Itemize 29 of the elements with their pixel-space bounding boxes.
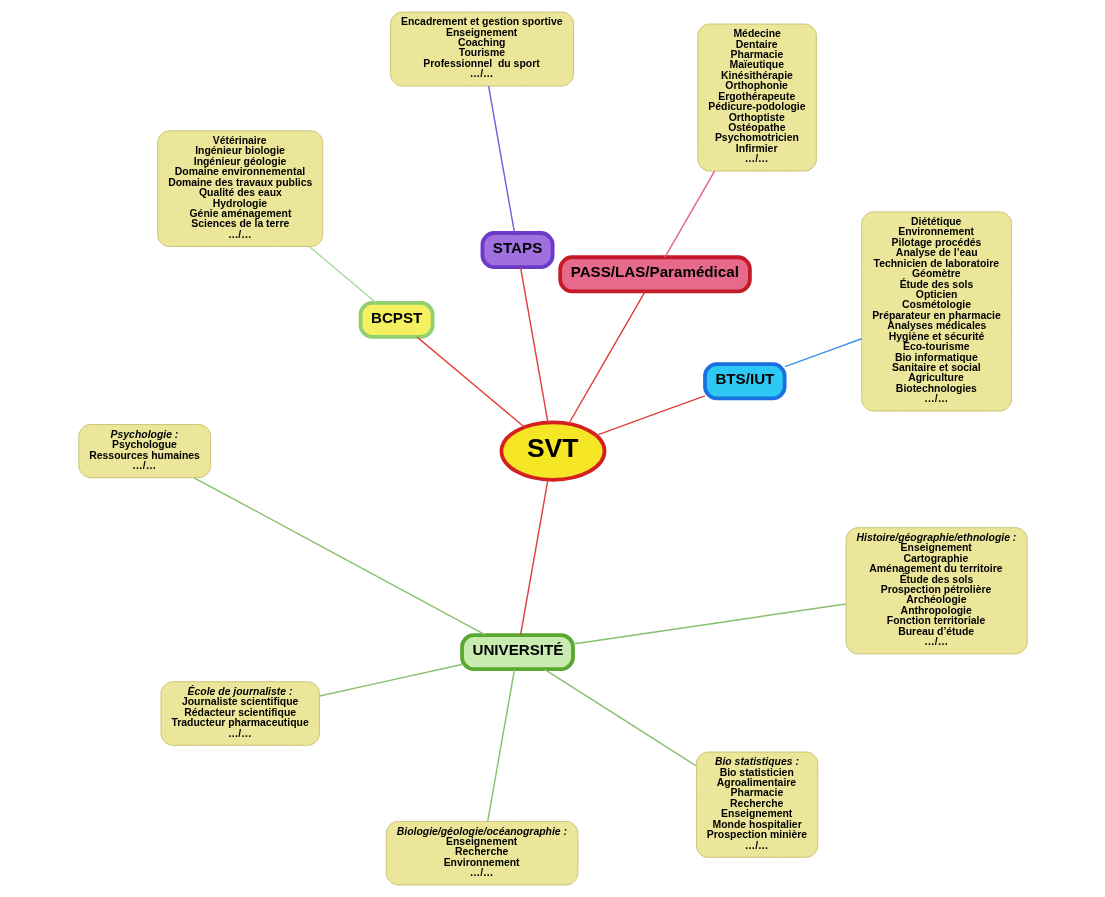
node-box: École de journaliste : Journaliste scientifique Rédacteur scientifique Traducteur pharmaceutique …/… <box>160 681 320 746</box>
node-box: Vétérinaire Ingénieur biologie Ingénieur géologie Domaine environnemental Domaine des travaux publics Qualité des eaux Hydrologie Génie aménagement Sciences de la terre …/… <box>156 130 323 247</box>
connector <box>519 266 549 423</box>
connector <box>519 479 549 636</box>
connector <box>308 245 377 304</box>
connector <box>663 170 715 258</box>
connector <box>783 338 862 368</box>
node-box: Histoire/géographie/ethnologie : Enseignement Cartographie Aménagement du territoire Étude des sols Prospection pétrolière Archéologie Anthropologie Fonction territoriale Bureau d’étude …/… <box>845 527 1028 655</box>
connector <box>487 85 515 234</box>
node-box: BTS/IUT <box>702 362 787 401</box>
connector <box>192 477 486 636</box>
node-box: PASS/LAS/Paramédical <box>557 255 752 294</box>
node-box: Diététique Environnement Pilotage procédés Analyse de l’eau Technicien de laboratoire Géomètre Étude des sols Opticien Cosmétologie Préparateur en pharmacie Analyses médicales Hygiène et sécurité Éco-tourisme Bio informatique Sanitaire et social Agriculture Biotechnologies …/… <box>860 211 1012 412</box>
node-box: Bio statistiques : Bio statisticien Agroalimentaire Pharmacie Recherche Enseignement Monde hospitalier Prospection minière …/… <box>695 751 818 858</box>
connector <box>571 603 846 645</box>
node-box: Biologie/géologie/océanographie : Enseignement Recherche Environnement …/… <box>385 820 578 886</box>
node-box: BCPST <box>358 300 435 339</box>
connector <box>486 668 515 822</box>
connector <box>415 336 525 428</box>
node-ellipse: SVT <box>499 420 606 482</box>
connector <box>318 663 462 697</box>
node-box: Encadrement et gestion sportive Enseignement Coaching Tourisme Professionnel du sport …/… <box>389 11 574 87</box>
connector <box>543 668 697 767</box>
node-box: UNIVERSITÉ <box>459 633 575 672</box>
node-box: Médecine Dentaire Pharmacie Maïeutique Kinésithérapie Orthophonie Ergothérapeute Pédicure-podologie Orthoptiste Ostéopathe Psychomotricien Infirmier …/… <box>696 23 817 172</box>
node-box: STAPS <box>480 231 554 270</box>
connector <box>595 395 706 437</box>
connector <box>567 290 646 425</box>
node-box: Psychologie : Psychologue Ressources humaines …/… <box>77 424 211 479</box>
